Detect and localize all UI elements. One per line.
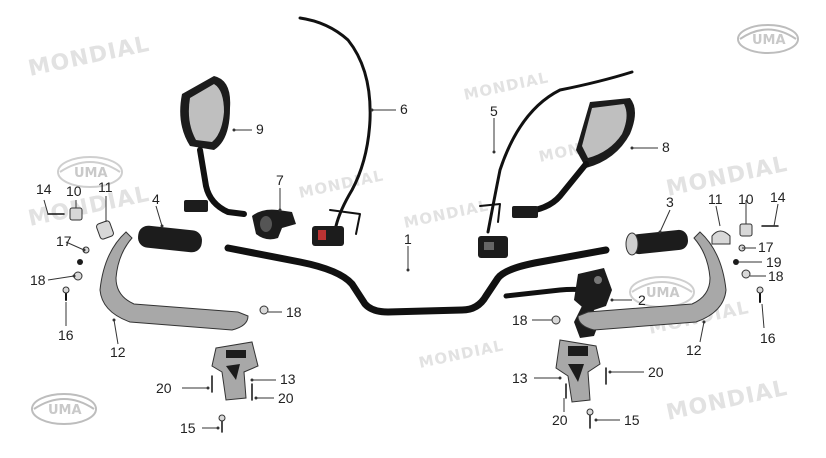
callout-11-left: 11 <box>98 179 113 195</box>
callout-13-left: 13 <box>280 371 296 387</box>
part-left-handguard <box>99 231 249 331</box>
part-right-grip <box>625 229 688 256</box>
part-left-mirror <box>180 76 247 217</box>
logo-text: UMA <box>48 403 82 418</box>
leader-lines <box>43 108 779 430</box>
callout-6: 6 <box>400 101 408 117</box>
callout-4: 4 <box>152 191 160 207</box>
callout-20-right-b: 20 <box>552 412 568 428</box>
logo-uma-top-right: UMA <box>737 24 799 54</box>
callout-10-left: 10 <box>66 183 82 199</box>
watermark-brand: MONDIAL <box>26 32 152 82</box>
callout-13-right: 13 <box>512 370 528 386</box>
callout-10-right: 10 <box>738 191 754 207</box>
callout-12-left: 12 <box>110 344 126 360</box>
watermark-layer: MONDIAL MONDIAL MONDIAL MONDIAL MONDIAL … <box>26 32 790 426</box>
logo-uma-bottom-left: UMA <box>31 393 97 425</box>
part-throttle-housing <box>252 209 296 240</box>
logo-text: UMA <box>646 286 680 301</box>
callout-17-left: 17 <box>56 233 72 249</box>
part-left-mount-bracket <box>211 341 259 401</box>
part-right-mirror <box>512 98 635 218</box>
callout-16-left: 16 <box>58 327 74 343</box>
part-left-switch <box>298 16 372 246</box>
callout-14-left: 14 <box>36 181 52 197</box>
logo-text: UMA <box>74 166 108 181</box>
callout-labels: 1 2 3 4 5 6 7 8 9 14 10 11 17 18 16 12 1… <box>30 101 786 436</box>
callout-7: 7 <box>276 172 284 188</box>
part-right-handguard <box>577 231 727 331</box>
hardware-left <box>47 207 269 433</box>
logo-text: UMA <box>752 33 786 48</box>
callout-20-right-a: 20 <box>648 364 664 380</box>
watermark-brand: MONDIAL <box>462 68 550 104</box>
callout-20-left-a: 20 <box>156 380 172 396</box>
watermark-brand: MONDIAL <box>402 196 490 232</box>
watermark-brand: MONDIAL <box>417 336 505 372</box>
callout-18-left: 18 <box>30 272 46 288</box>
callout-20-left-b: 20 <box>278 390 294 406</box>
callout-17-right: 17 <box>758 239 774 255</box>
hardware-right <box>551 223 779 429</box>
watermark-brand: MONDIAL <box>664 376 790 426</box>
part-right-switch <box>478 70 634 258</box>
callout-14-right: 14 <box>770 189 786 205</box>
logo-uma-left: UMA <box>57 156 123 188</box>
callout-9: 9 <box>256 121 264 137</box>
callout-5: 5 <box>490 103 498 119</box>
callout-18-right: 18 <box>768 268 784 284</box>
callout-3: 3 <box>666 194 674 210</box>
part-right-mount-bracket <box>555 339 601 403</box>
callout-18-mid-left: 18 <box>286 304 302 320</box>
callout-12-right: 12 <box>686 342 702 358</box>
callout-2: 2 <box>638 292 646 308</box>
part-handlebar <box>224 244 610 316</box>
callout-15-right: 15 <box>624 412 640 428</box>
callout-18-mid-right: 18 <box>512 312 528 328</box>
callout-8: 8 <box>662 139 670 155</box>
logo-uma-right: UMA <box>629 276 695 308</box>
callout-15-left: 15 <box>180 420 196 436</box>
callout-19: 19 <box>766 254 782 270</box>
watermark-brand: MONDIAL <box>297 166 385 202</box>
callout-1: 1 <box>404 231 412 247</box>
part-left-grip <box>138 225 202 253</box>
callout-11-right: 11 <box>708 191 723 207</box>
callout-16-right: 16 <box>760 330 776 346</box>
